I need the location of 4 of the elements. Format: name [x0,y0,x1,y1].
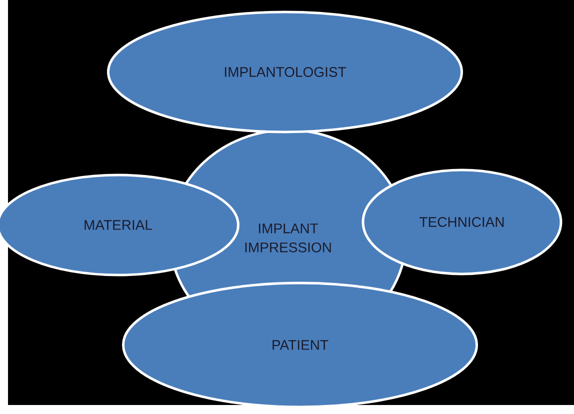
node-label: TECHNICIAN [420,217,504,227]
oval: TECHNICIAN [362,168,562,276]
oval: IMPLANTOLOGIST [106,10,464,134]
oval: PATIENT [122,282,478,408]
